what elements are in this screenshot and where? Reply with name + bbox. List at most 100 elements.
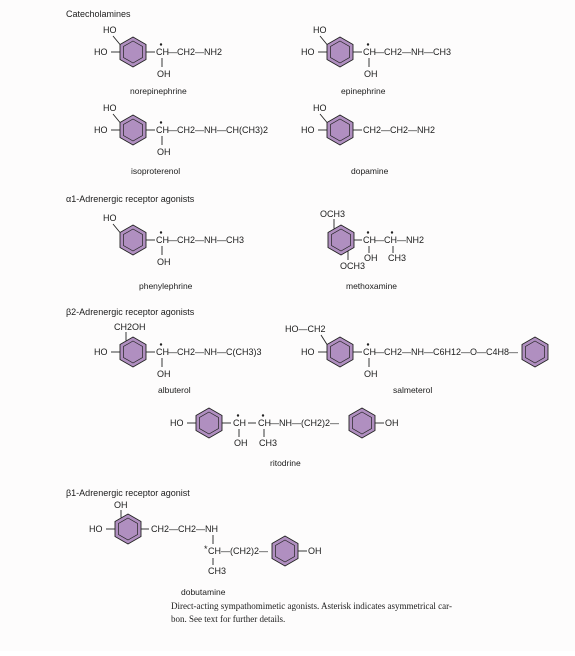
hydroxyl-left: HO bbox=[301, 125, 315, 135]
chiral-center-dot bbox=[366, 231, 370, 234]
hydroxyl-left: HO bbox=[170, 418, 184, 428]
methoxy-bottom: OCH3 bbox=[340, 261, 365, 271]
compound-name: epinephrine bbox=[341, 86, 386, 96]
benzene-ring bbox=[326, 36, 354, 68]
side-chain: —CH2—NH—CH(CH3)2 bbox=[168, 125, 268, 135]
compound-name: dobutamine bbox=[181, 587, 226, 597]
aromatic-ring-inner bbox=[330, 340, 350, 364]
molecule-dopamine: HO HO CH2—CH2—NH2 dopamine bbox=[301, 103, 435, 176]
molecule-norepinephrine: HO HO CH —CH2—NH2 OH norepinephrine bbox=[94, 25, 222, 96]
chiral-center-dot bbox=[366, 343, 370, 346]
chiral-center-dot-2 bbox=[390, 231, 394, 234]
side-chain: —CH2—NH—C(CH3)3 bbox=[168, 347, 262, 357]
side-chain: —CH—NH2 bbox=[375, 235, 424, 245]
side-chain: —CH2—NH—CH3 bbox=[168, 235, 244, 245]
hydroxyl-top: HO bbox=[103, 213, 117, 223]
aromatic-ring-inner bbox=[199, 411, 219, 435]
ch-group: CH bbox=[363, 347, 376, 357]
chiral-center-dot bbox=[159, 121, 163, 124]
chiral-center-dot bbox=[159, 231, 163, 234]
hydroxyl-left: HO bbox=[94, 347, 108, 357]
compound-name: ritodrine bbox=[270, 458, 301, 468]
hydroxyl-bottom: OH bbox=[364, 253, 378, 263]
molecule-salmeterol: HO—CH2 HO CH —CH2—NH—C6H12—O—C4H8— OH sa… bbox=[285, 324, 549, 395]
hydroxyl-top: OH bbox=[114, 500, 128, 510]
chiral-center-dot bbox=[159, 343, 163, 346]
ch-group: CH—(CH2)2— bbox=[208, 546, 268, 556]
aromatic-ring-inner bbox=[525, 340, 545, 364]
ch-group-1: CH bbox=[233, 418, 246, 428]
section-beta1-agonist: β1-Adrenergic receptor agonist bbox=[66, 488, 190, 498]
ch-group: CH bbox=[156, 47, 169, 57]
benzene-ring-left bbox=[195, 407, 223, 439]
benzene-ring bbox=[326, 336, 354, 368]
chiral-center-dot bbox=[366, 43, 370, 46]
benzene-ring bbox=[119, 36, 147, 68]
section-alpha1-agonists: α1-Adrenergic receptor agonists bbox=[66, 194, 195, 204]
bond bbox=[320, 334, 328, 345]
methyl-group: CH3 bbox=[388, 253, 406, 263]
hydroxyl-right: OH bbox=[308, 546, 322, 556]
side-chain: CH2—CH2—NH2 bbox=[363, 125, 435, 135]
hydroxymethyl-group: HO—CH2 bbox=[285, 324, 326, 334]
caption-line-1: Direct-acting sympathomimetic agonists. … bbox=[171, 601, 452, 611]
ch-group: CH bbox=[156, 125, 169, 135]
hydroxyl-bottom: OH bbox=[157, 69, 171, 79]
hydroxyl-top: HO bbox=[103, 103, 117, 113]
section-beta2-agonists: β2-Adrenergic receptor agonists bbox=[66, 307, 195, 317]
molecule-ritodrine: HO CH CH —NH—(CH2)2— OH CH3 OH ritodrine bbox=[170, 407, 399, 468]
molecule-epinephrine: HO HO CH —CH2—NH—CH3 OH epinephrine bbox=[301, 25, 451, 96]
hydroxyl-bottom: OH bbox=[364, 69, 378, 79]
hydroxyl-left: HO bbox=[89, 524, 103, 534]
aromatic-ring-inner bbox=[330, 40, 350, 64]
compound-name: methoxamine bbox=[346, 281, 397, 291]
benzene-ring-terminal bbox=[521, 336, 549, 368]
benzene-ring bbox=[119, 114, 147, 146]
ch-group: CH bbox=[156, 347, 169, 357]
ch-group-2: CH bbox=[258, 418, 271, 428]
chiral-center-dot-2 bbox=[261, 414, 265, 417]
ch-group: CH bbox=[156, 235, 169, 245]
hydroxyl-bottom: OH bbox=[157, 147, 171, 157]
molecule-dobutamine: OH HO CH2—CH2—NH * CH—(CH2)2— CH3 OH dob… bbox=[89, 500, 322, 597]
molecule-phenylephrine: HO CH —CH2—NH—CH3 OH phenylephrine bbox=[103, 213, 244, 291]
side-chain: CH2—CH2—NH bbox=[151, 524, 218, 534]
aromatic-ring-inner bbox=[331, 228, 351, 252]
bond bbox=[319, 35, 328, 45]
hydroxyl-bottom: OH bbox=[157, 257, 171, 267]
aromatic-ring-inner bbox=[330, 118, 350, 142]
section-catecholamines: Catecholamines bbox=[66, 9, 131, 19]
aromatic-ring-inner bbox=[123, 118, 143, 142]
side-chain: —CH2—NH2 bbox=[168, 47, 222, 57]
compound-name: albuterol bbox=[158, 385, 191, 395]
hydroxymethyl-group: CH2OH bbox=[114, 322, 146, 332]
methoxy-top: OCH3 bbox=[320, 209, 345, 219]
molecule-albuterol: CH2OH HO CH —CH2—NH—C(CH3)3 OH albuterol bbox=[94, 322, 262, 395]
chiral-center-dot bbox=[236, 414, 240, 417]
benzene-ring bbox=[114, 513, 142, 545]
aromatic-ring-inner bbox=[123, 340, 143, 364]
aromatic-ring-inner bbox=[123, 228, 143, 252]
caption-line-2: bon. See text for further details. bbox=[171, 614, 285, 624]
benzene-ring bbox=[119, 224, 147, 256]
hydroxyl-left: HO bbox=[94, 47, 108, 57]
methyl-group: CH3 bbox=[208, 566, 226, 576]
benzene-ring bbox=[326, 114, 354, 146]
hydroxyl-left: HO bbox=[301, 47, 315, 57]
compound-name: isoproterenol bbox=[131, 166, 180, 176]
compound-name: norepinephrine bbox=[130, 86, 187, 96]
compound-name: salmeterol bbox=[393, 385, 432, 395]
side-chain: —CH2—NH—CH3 bbox=[375, 47, 451, 57]
hydroxyl-top: HO bbox=[103, 25, 117, 35]
molecule-isoproterenol: HO HO CH —CH2—NH—CH(CH3)2 OH isoproteren… bbox=[94, 103, 268, 176]
bond bbox=[112, 35, 121, 45]
aromatic-ring-inner bbox=[275, 539, 295, 563]
hydroxyl-bottom: OH bbox=[157, 369, 171, 379]
bond bbox=[112, 113, 121, 123]
hydroxyl-top: HO bbox=[313, 25, 327, 35]
aromatic-ring-inner bbox=[118, 517, 138, 541]
benzene-ring-right bbox=[271, 535, 299, 567]
hydroxyl-right: OH bbox=[385, 418, 399, 428]
